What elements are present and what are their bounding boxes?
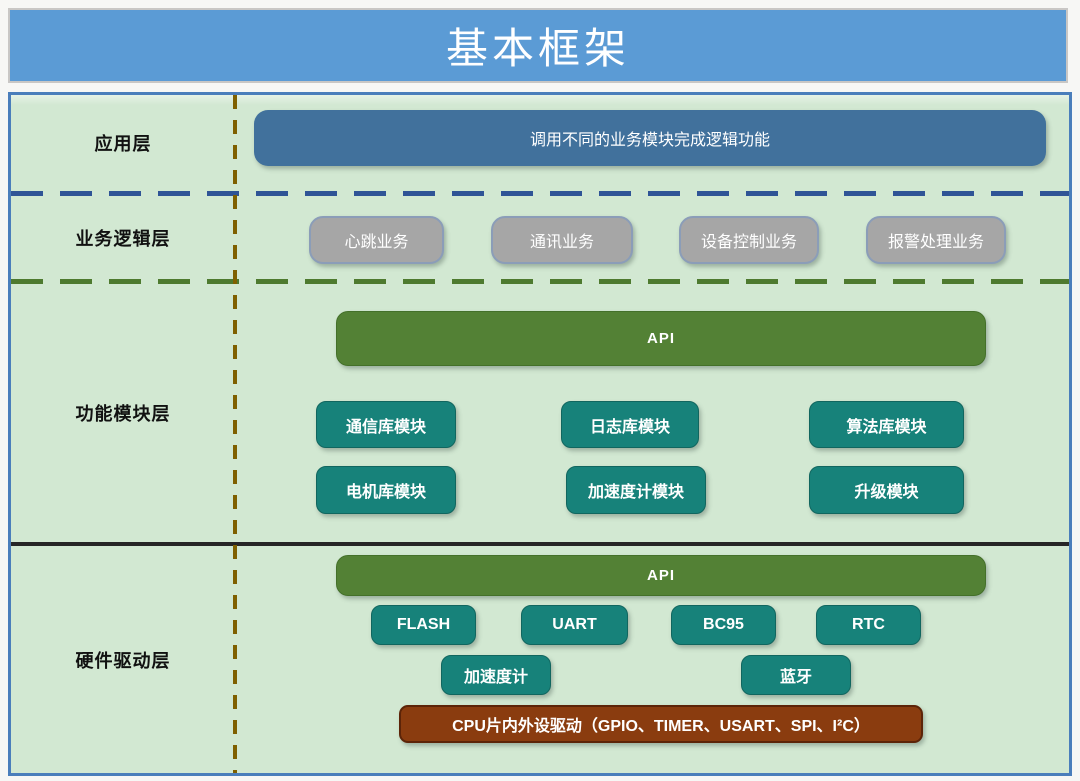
module-box-comm-lib: 通信库模块	[316, 401, 456, 448]
driver-box-rtc: RTC	[816, 605, 921, 645]
driver-box-bluetooth: 蓝牙	[741, 655, 851, 695]
label-content-divider	[233, 95, 237, 773]
function-api-bar: API	[336, 311, 986, 366]
layer-label-hardware-driver: 硬件驱动层	[75, 650, 171, 671]
layer-label-business-logic: 业务逻辑层	[75, 228, 171, 249]
layer-content-function-module: API 通信库模块 日志库模块 算法库模块 电机库模块 加速度计模块 升级模块	[235, 284, 1069, 542]
layer-hardware-driver: 硬件驱动层 API FLASH UART BC95 RTC 加速度计 蓝牙 CP…	[11, 546, 1069, 773]
layer-label-application: 应用层	[94, 134, 152, 154]
driver-box-uart: UART	[521, 605, 628, 645]
cpu-peripheral-driver-box: CPU片内外设驱动（GPIO、TIMER、USART、SPI、I²C）	[399, 705, 923, 743]
driver-box-accelerometer: 加速度计	[441, 655, 551, 695]
separator-function-hardware	[11, 542, 1069, 546]
layer-content-hardware-driver: API FLASH UART BC95 RTC 加速度计 蓝牙 CPU片内外设驱…	[235, 546, 1069, 773]
business-box-device-control: 设备控制业务	[679, 216, 819, 264]
business-box-communication: 通讯业务	[491, 216, 633, 264]
layer-application: 应用层 调用不同的业务模块完成逻辑功能	[11, 95, 1069, 191]
driver-box-flash: FLASH	[371, 605, 476, 645]
diagram-title-bar: 基本框架	[8, 8, 1068, 83]
layer-function-module: 功能模块层 API 通信库模块 日志库模块 算法库模块 电机库模块 加速度计模块…	[11, 284, 1069, 542]
module-box-log-lib: 日志库模块	[561, 401, 699, 448]
layer-business-logic: 业务逻辑层 心跳业务 通讯业务 设备控制业务 报警处理业务	[11, 196, 1069, 279]
driver-box-bc95: BC95	[671, 605, 776, 645]
framework-diagram-board: 应用层 调用不同的业务模块完成逻辑功能 业务逻辑层 心跳业务 通讯业务 设备控制…	[8, 92, 1072, 776]
diagram-title: 基本框架	[445, 24, 630, 73]
layer-content-business-logic: 心跳业务 通讯业务 设备控制业务 报警处理业务	[235, 196, 1069, 279]
business-box-alarm-handling: 报警处理业务	[866, 216, 1006, 264]
module-box-algorithm-lib: 算法库模块	[809, 401, 964, 448]
module-box-accelerometer: 加速度计模块	[566, 466, 706, 514]
layer-content-application: 调用不同的业务模块完成逻辑功能	[235, 95, 1069, 191]
module-box-motor-lib: 电机库模块	[316, 466, 456, 514]
board-inner: 应用层 调用不同的业务模块完成逻辑功能 业务逻辑层 心跳业务 通讯业务 设备控制…	[11, 95, 1069, 773]
business-box-heartbeat: 心跳业务	[309, 216, 444, 264]
application-function-box: 调用不同的业务模块完成逻辑功能	[254, 110, 1046, 166]
module-box-upgrade: 升级模块	[809, 466, 964, 514]
separator-business-function	[11, 279, 1069, 284]
separator-application-business	[11, 191, 1069, 196]
layer-label-function-module: 功能模块层	[75, 404, 171, 424]
hardware-api-bar: API	[336, 555, 986, 596]
